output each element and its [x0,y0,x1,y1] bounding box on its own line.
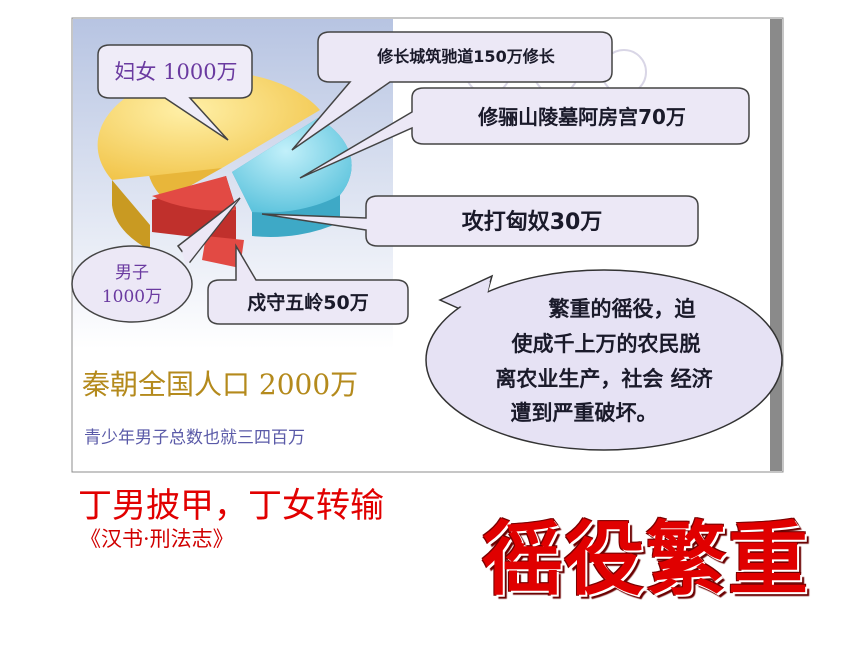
callout-mausoleum: 修骊山陵墓阿房宫70万 [299,87,750,179]
callout-men: 男子 1000万 [71,197,241,323]
callout-xiongnu: 攻打匈奴30万 [261,195,699,247]
callout-great-wall-label: 修长城筑驰道150万修长 [376,47,555,66]
slice-men [152,176,236,211]
conclusion-bubble: 繁重的徭役，迫 使成千上万的农民脱 离农业生产，社会 经济 遭到严重破坏。 [425,269,783,451]
population-subtitle: 青少年男子总数也就三四百万 [84,428,305,448]
population-title: 秦朝全国人口 2000万 [82,368,358,401]
conclusion-line-4: 遭到严重破坏。 [511,401,658,425]
slice-labor [232,118,352,213]
callout-xiongnu-label: 攻打匈奴30万 [462,209,603,235]
caption-source: 《汉书·刑法志》 [80,527,234,551]
conclusion-line-2: 使成千上万的农民脱 [511,332,701,356]
callout-wuling-label: 戍守五岭50万 [247,291,368,314]
conclusion-line-1: 繁重的徭役，迫 [549,297,697,321]
callout-mausoleum-label: 修骊山陵墓阿房宫70万 [477,105,686,129]
caption-main: 丁男披甲，丁女转输 [78,486,384,526]
frame-right-edge [770,19,782,471]
callout-women-label: 妇女 1000万 [114,60,237,84]
conclusion-line-3: 离农业生产，社会 经济 [495,367,713,391]
callout-men-label-2: 1000万 [102,287,162,307]
callout-great-wall: 修长城筑驰道150万修长 [291,31,613,151]
slice-wuling [202,236,244,268]
callout-men-label-1: 男子 [115,263,149,283]
callout-wuling: 戍守五岭50万 [207,243,409,325]
big-title: 徭役繁重 [482,512,810,606]
slice-women-side [112,180,150,250]
callout-women: 妇女 1000万 [97,44,253,141]
